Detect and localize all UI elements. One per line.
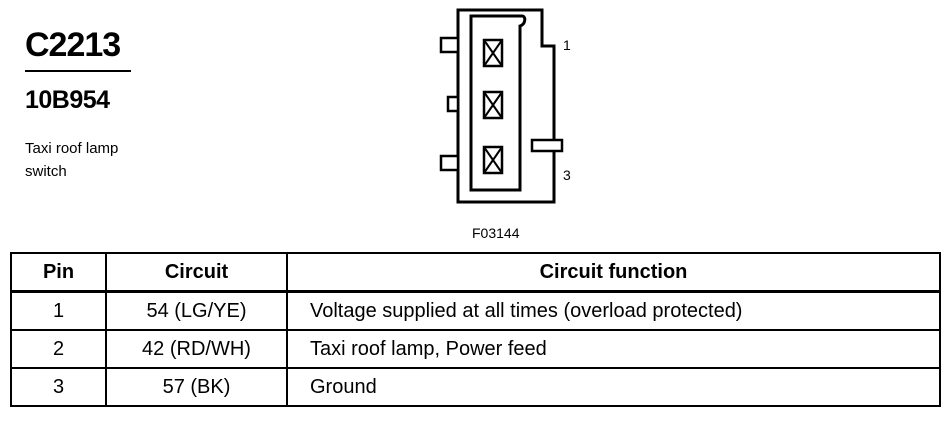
description-text: Taxi roof lamp switch [25, 140, 119, 180]
cell-function: Voltage supplied at all times (overload … [286, 290, 941, 331]
pin-label-3: 3 [563, 167, 571, 183]
cell-pin: 2 [10, 329, 107, 369]
connector-face-diagram [439, 8, 564, 204]
terminal-cavity-2 [482, 90, 504, 120]
cell-pin: 3 [10, 367, 107, 407]
terminal-cavity-3 [482, 145, 504, 175]
header-circuit: Circuit [105, 252, 288, 293]
connector-description: Taxi roof lamp switch [25, 137, 145, 183]
cell-function: Ground [286, 367, 941, 407]
latch-tab-middle [446, 95, 460, 113]
cell-function: Taxi roof lamp, Power feed [286, 329, 941, 369]
latch-tab-top [439, 36, 460, 54]
header-circuit-function: Circuit function [286, 252, 941, 293]
header-pin: Pin [10, 252, 107, 293]
pin-label-1: 1 [563, 37, 571, 53]
cell-circuit: 54 (LG/YE) [105, 290, 288, 331]
table-header-row: Pin Circuit Circuit function [10, 252, 941, 293]
table-row: 2 42 (RD/WH) Taxi roof lamp, Power feed [10, 329, 941, 369]
table-row: 3 57 (BK) Ground [10, 367, 941, 407]
pin-table: Pin Circuit Circuit function 1 54 (LG/YE… [10, 252, 941, 407]
latch-tab-bottom [439, 154, 460, 172]
terminal-cavity-1 [482, 38, 504, 68]
table-row: 1 54 (LG/YE) Voltage supplied at all tim… [10, 290, 941, 331]
part-number: 10B954 [25, 86, 110, 114]
connector-id: C2213 [25, 26, 121, 64]
cell-pin: 1 [10, 290, 107, 331]
figure-id: F03144 [472, 225, 520, 241]
cell-circuit: 42 (RD/WH) [105, 329, 288, 369]
connector-id-underline [25, 70, 131, 72]
connector-key [530, 138, 564, 153]
cell-circuit: 57 (BK) [105, 367, 288, 407]
